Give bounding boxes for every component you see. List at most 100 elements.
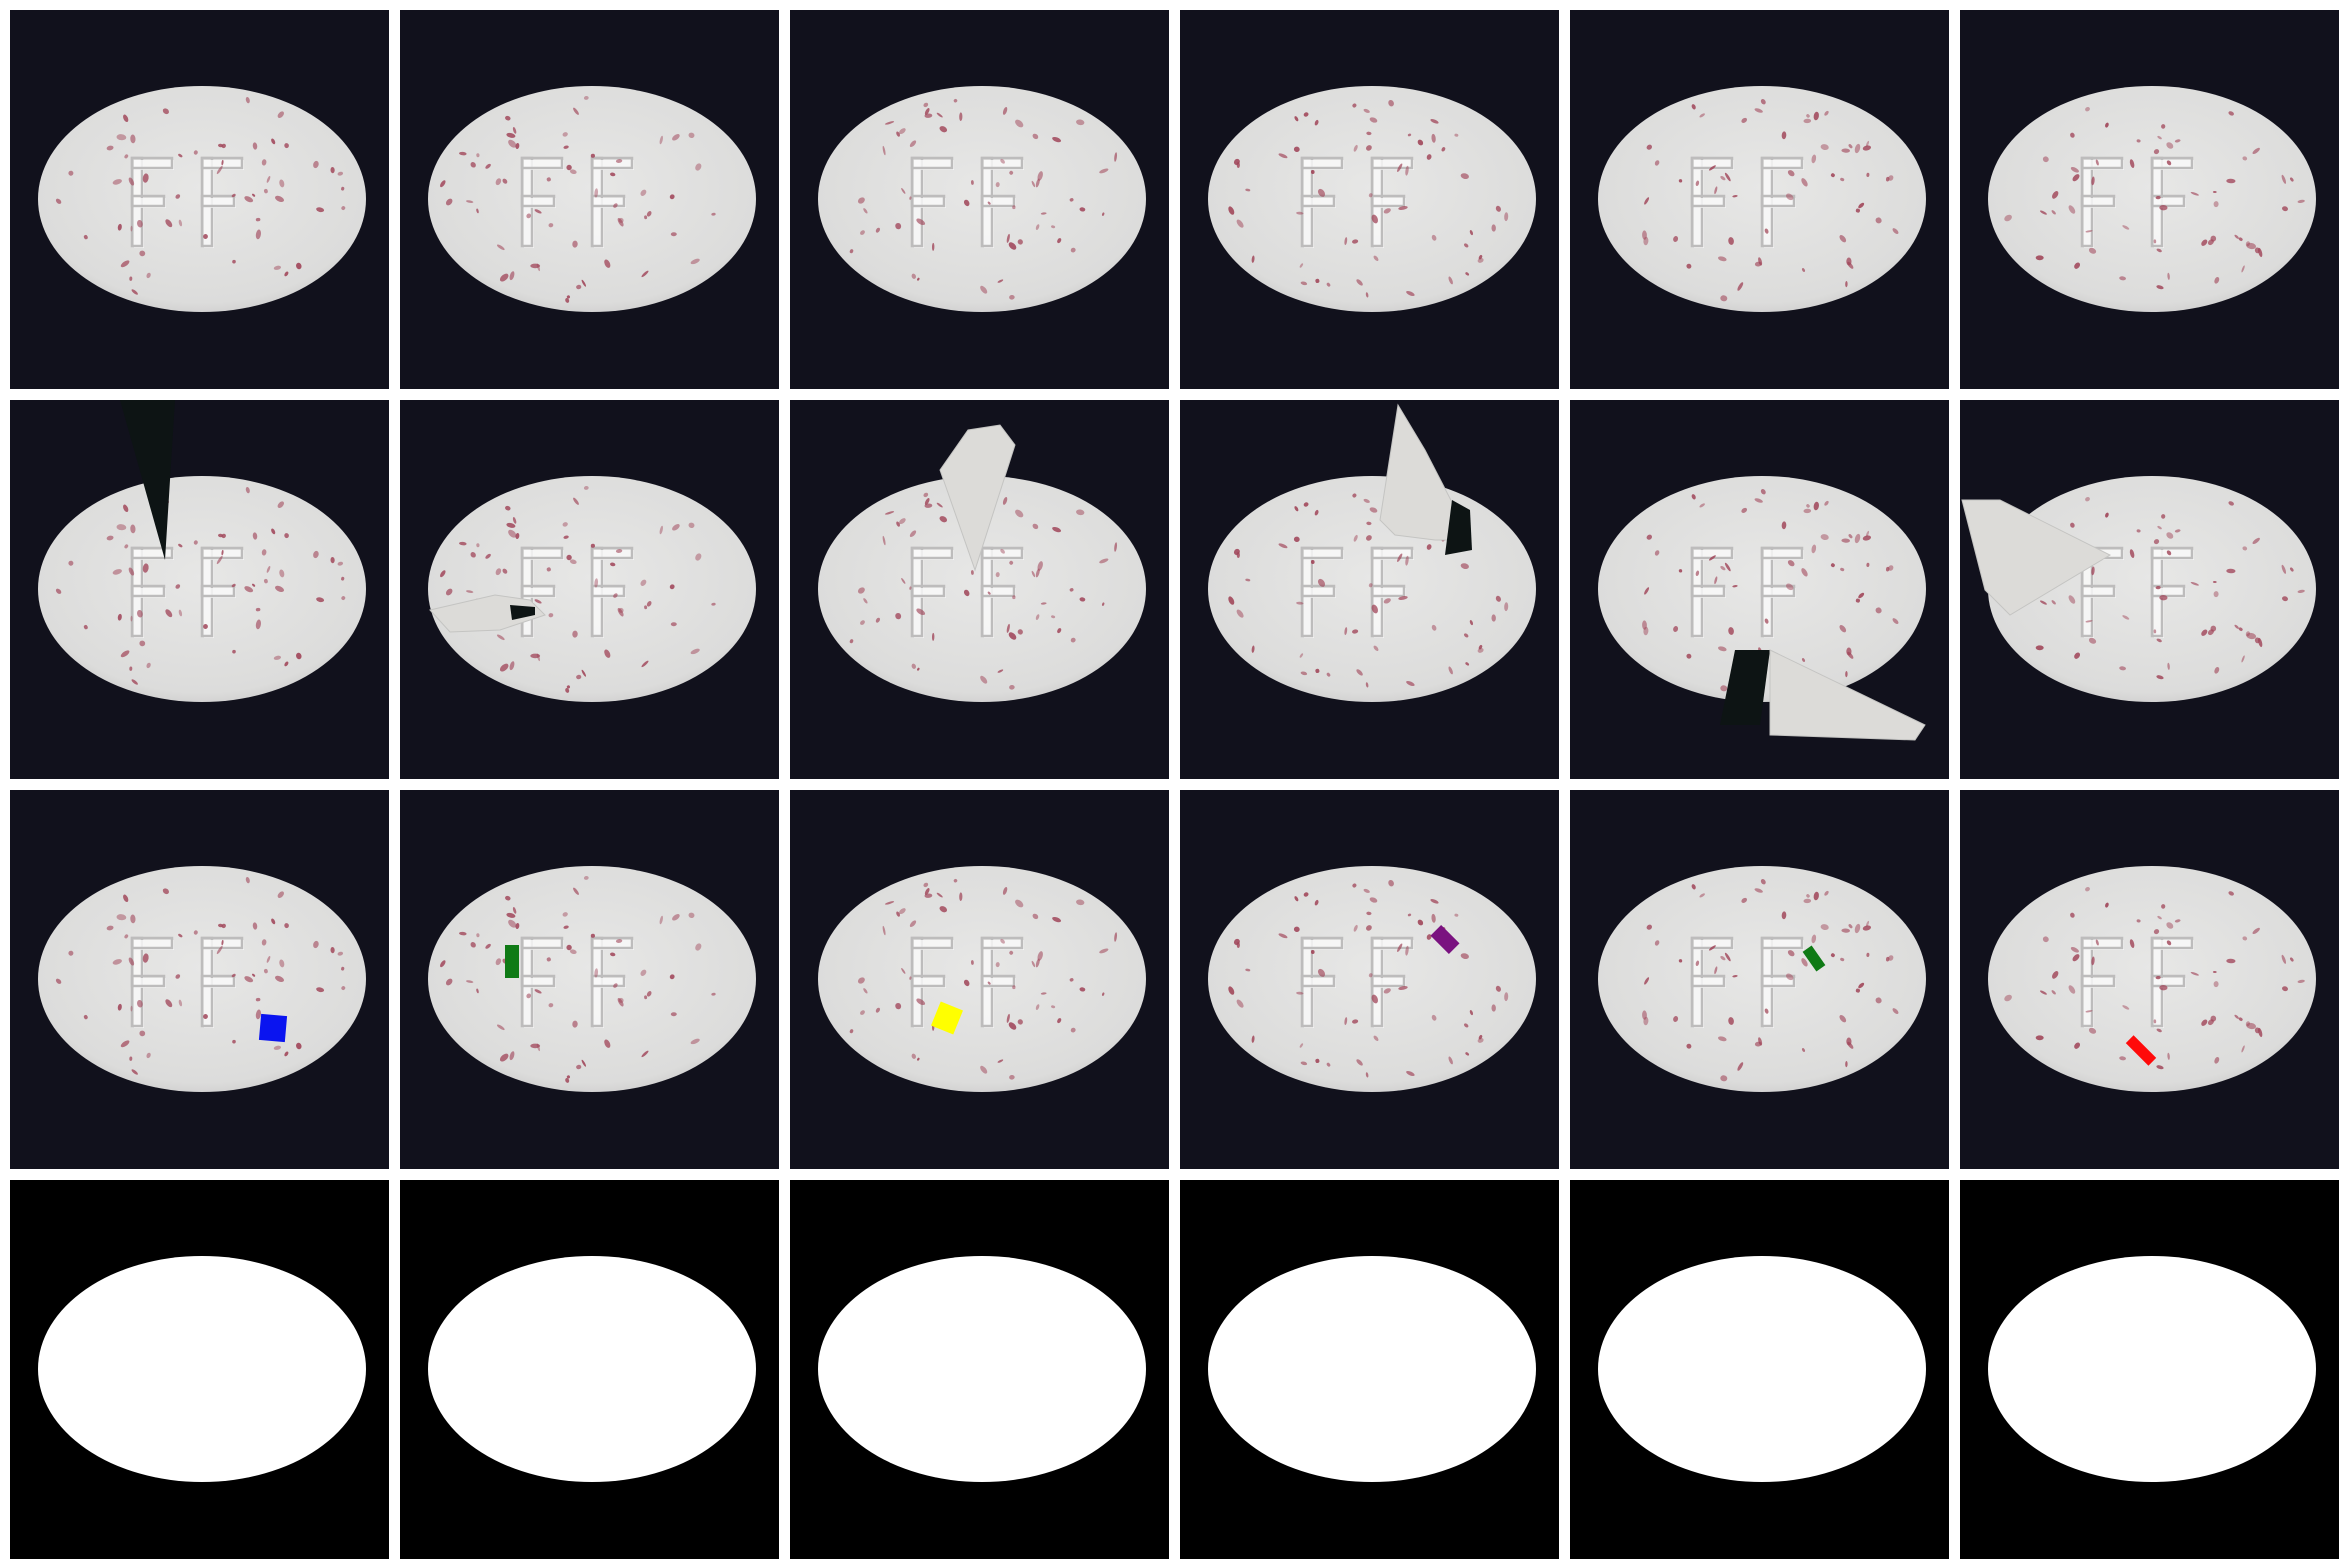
pill-specks [55,486,346,685]
pill-specks [440,875,716,1083]
color-patch [1802,945,1826,972]
cutpaste-patch [429,594,546,633]
mask-cell [10,1180,389,1559]
pill-emboss [520,156,634,248]
good-cell [1180,10,1559,389]
color-patch-image [1570,790,1949,1169]
cut-paste-image [1960,400,2339,779]
pill-emboss [520,936,634,1028]
pill-specks [2004,886,2305,1070]
mask-ellipse [1988,1256,2316,1482]
pill-emboss [130,546,244,638]
pill-specks [2004,106,2305,290]
cutpaste-patch [1445,500,1472,555]
pill-specks [1228,99,1509,298]
good-image [1960,10,2339,389]
mask-image [400,1180,779,1559]
pill-emboss [2080,936,2194,1028]
good-cell [10,10,389,389]
good-image [790,10,1169,389]
pill-emboss [1300,936,1414,1028]
mask-cell [1180,1180,1559,1559]
pill-emboss [2080,546,2194,638]
pill-emboss [1300,156,1414,248]
pill-specks [440,95,716,303]
cut-paste-image [1180,400,1559,779]
good-image [1180,10,1559,389]
color-patch-cell [400,790,779,1169]
pill-specks [1642,99,1899,302]
color-patch [505,945,519,978]
cut-paste-cell [10,400,389,779]
pill-specks [1228,489,1509,688]
color-patch [258,1013,288,1043]
good-cell [1570,10,1949,389]
cut-paste-cell [1960,400,2339,779]
mask-ellipse [1598,1256,1926,1482]
mask-ellipse [1208,1256,1536,1482]
cutpaste-patch [1769,649,1926,741]
mask-cell [1960,1180,2339,1559]
mask-image [790,1180,1169,1559]
mask-ellipse [818,1256,1146,1482]
color-patch [2125,1035,2157,1066]
color-patch [1430,925,1460,954]
cut-paste-cell [400,400,779,779]
color-patch-cell [790,790,1169,1169]
mask-cell [790,1180,1169,1559]
pill-emboss [2080,156,2194,248]
good-cell [790,10,1169,389]
pill-emboss [1300,546,1414,638]
pill-emboss [1690,156,1804,248]
cut-paste-cell [1180,400,1559,779]
pill-emboss [1690,936,1804,1028]
color-patch-cell [1180,790,1559,1169]
mask-cell [1570,1180,1949,1559]
color-patch-image [790,790,1169,1169]
pill-emboss [1690,546,1804,638]
color-patch-cell [10,790,389,1169]
pill-specks [440,485,716,693]
color-patch-image [400,790,779,1169]
cutpaste-patch [1379,403,1457,541]
pill-emboss [130,156,244,248]
good-cell [400,10,779,389]
good-image [400,10,779,389]
cutpaste-patch [1961,499,2112,616]
color-patch-cell [1960,790,2339,1169]
color-patch-image [10,790,389,1169]
pill-emboss [520,546,634,638]
cut-paste-cell [790,400,1169,779]
mask-image [1960,1180,2339,1559]
cut-paste-image [400,400,779,779]
pill-specks [1228,879,1509,1078]
cut-paste-image [10,400,389,779]
good-image [1570,10,1949,389]
pill-specks [55,876,346,1075]
cutpaste-patch [1720,650,1770,725]
mask-image [1570,1180,1949,1559]
color-patch-image [1960,790,2339,1169]
pill-specks [1642,879,1899,1082]
pill-specks [849,878,1118,1080]
color-patch [931,1001,963,1035]
cut-paste-image [1570,400,1949,779]
pill-specks [55,96,346,295]
cut-paste-cell [1570,400,1949,779]
pill-emboss [130,936,244,1028]
mask-ellipse [428,1256,756,1482]
cut-paste-image [790,400,1169,779]
pill-specks [849,98,1118,300]
color-patch-cell [1570,790,1949,1169]
good-cell [1960,10,2339,389]
mask-ellipse [38,1256,366,1482]
pill-specks [1642,489,1899,692]
mask-image [10,1180,389,1559]
cutpaste-patch [120,400,175,560]
cutpaste-patch [510,605,535,620]
good-image [10,10,389,389]
color-patch-image [1180,790,1559,1169]
mask-cell [400,1180,779,1559]
cutpaste-patch [939,424,1016,572]
